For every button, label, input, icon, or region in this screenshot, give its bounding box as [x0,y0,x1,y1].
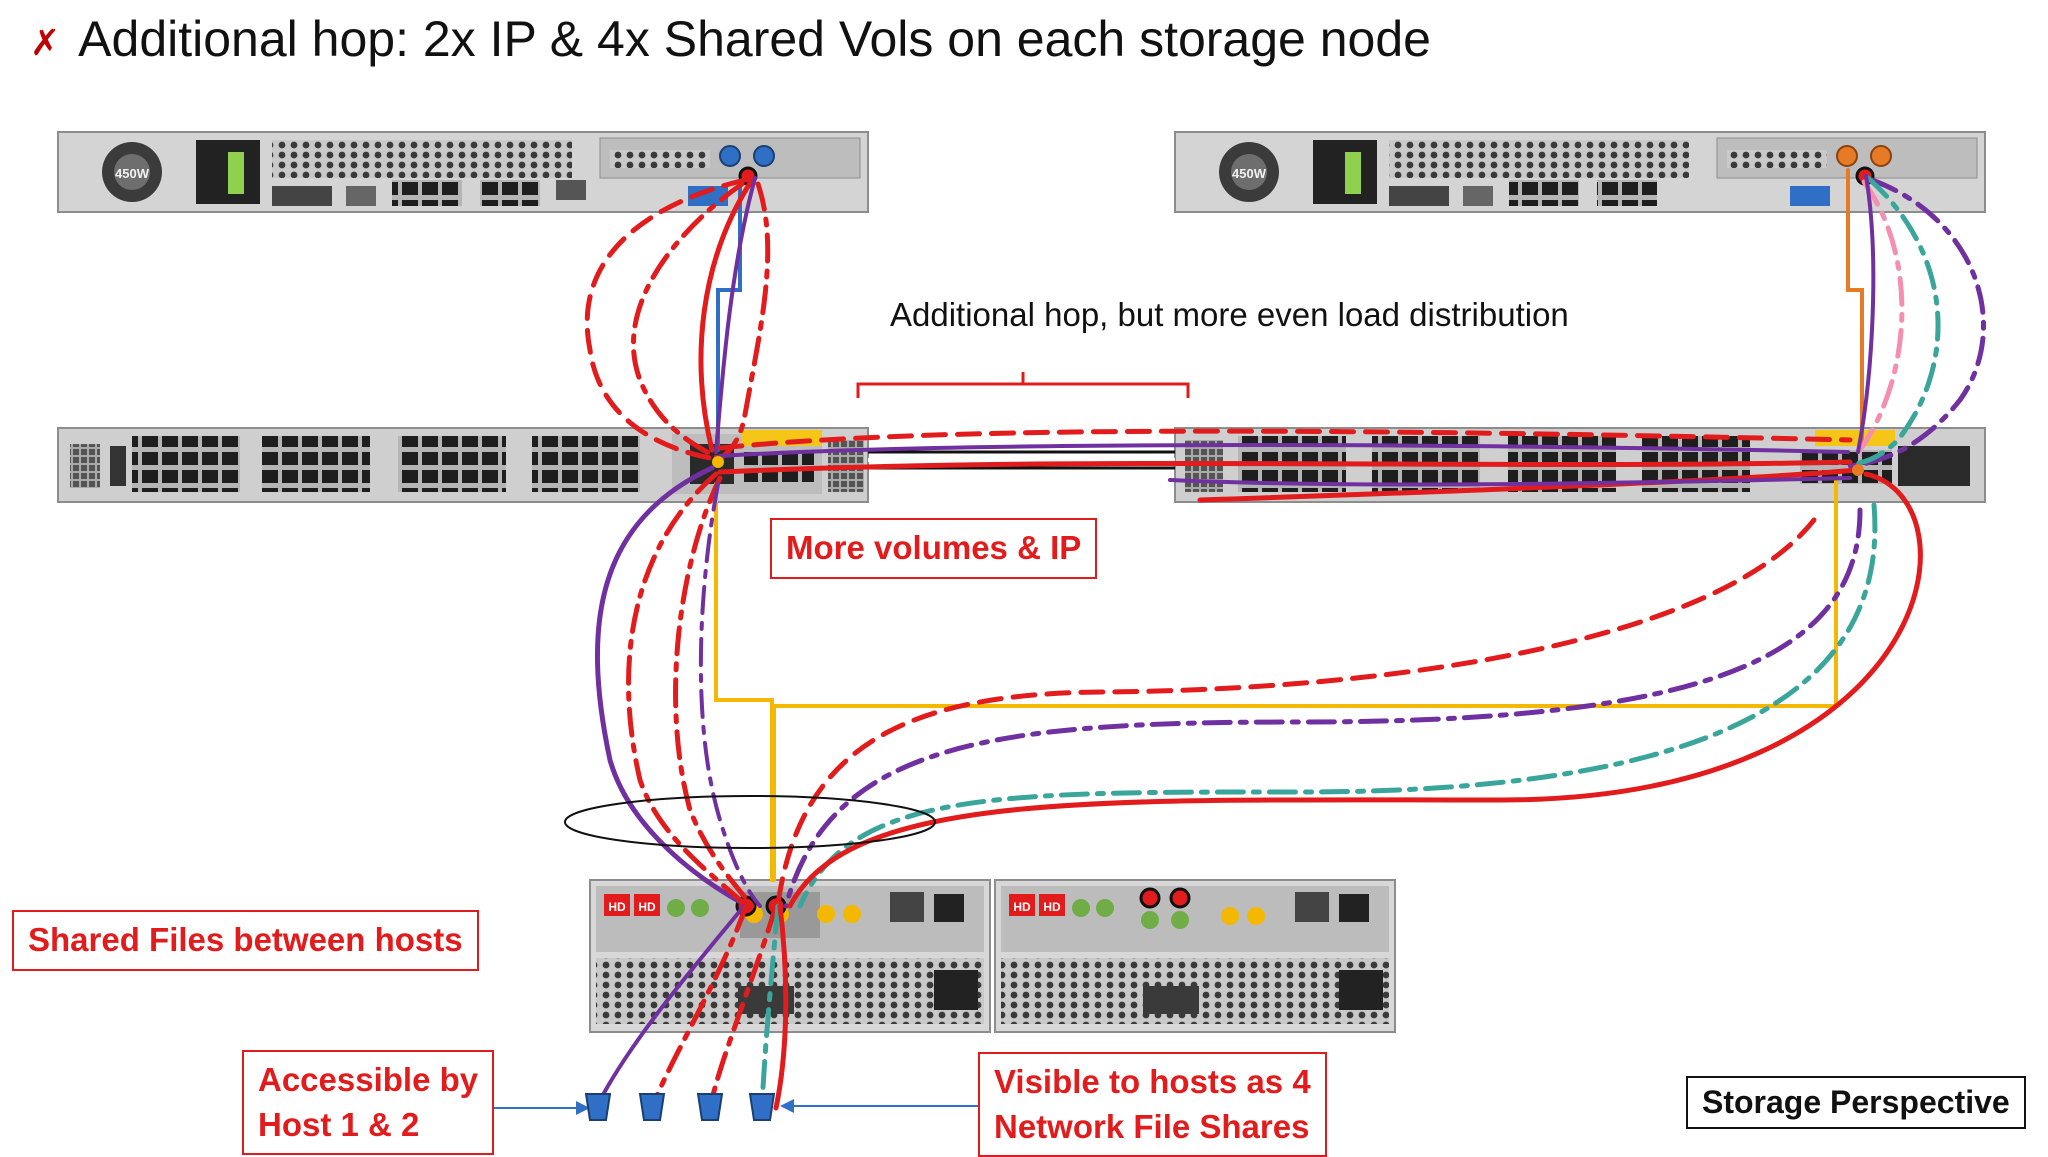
cable-teal-dashdot [797,502,1878,909]
share-bucket-icon [696,1093,724,1121]
cable-purple-solid [1168,476,1852,487]
cable-red-dashdot [707,903,779,1111]
cable-teal-dashdot [759,903,781,1111]
svg-text:HD: HD [608,900,626,914]
label-accessible: Accessible by Host 1 & 2 [242,1050,495,1156]
cable-red-solid [1197,467,1859,503]
label-accessible-line1: Accessible by [258,1061,479,1098]
server-left: 450W [57,131,869,213]
label-visible: Visible to hosts as 4 Network File Share… [978,1052,1327,1157]
cable-purple-dashdot [698,482,762,908]
cable-red-dashdot [649,903,749,1111]
cable-purple-solid [1856,174,1876,454]
cable-red-dashed [717,428,1853,451]
hd-badge [604,894,630,916]
hd-badge [634,894,660,916]
cable-paths [584,168,1986,1111]
hop-bracket [856,372,1190,398]
cable-red-dashdot [631,181,745,461]
junction-dot [712,456,724,468]
svg-text:HD: HD [1043,900,1061,914]
cable-purple-dashdot [1847,177,1986,469]
cable-orange [1846,168,1864,448]
network-share-icons [584,1093,776,1121]
share-bucket-icon [748,1093,776,1121]
label-visible-line2: Network File Shares [994,1107,1310,1145]
cable-red-solid [787,471,1923,909]
cable-red-solid [698,177,755,453]
cable-teal-dashdot [1852,175,1941,467]
cable-red-dashdot [626,471,747,907]
storage-controller-b: HD HD [994,879,1396,1033]
server-right: 450W [1174,131,1986,213]
cable-red-solid [773,903,789,1111]
hd-badge [1039,894,1065,916]
title-text: Additional hop: 2x IP & 4x Shared Vols o… [78,11,1431,67]
label-more-volumes: More volumes & IP [770,518,1098,579]
share-bucket-icon [584,1093,612,1121]
cable-pink-dashdot [1857,179,1905,453]
hop-note: Additional hop, but more even load distr… [890,296,1569,333]
cable-yellow-left [714,482,774,882]
psu-label: 450W [1232,166,1267,181]
cable-red-solid [717,459,1853,475]
cable-purple-solid [718,443,1850,458]
cable-purple-solid [594,904,746,1110]
switch-left [57,427,869,503]
share-bucket-icon [638,1093,666,1121]
svg-text:HD: HD [1013,900,1031,914]
label-accessible-line2: Host 1 & 2 [258,1105,420,1143]
cable-red-dashed [584,177,748,461]
cable-purple-dashdot [783,507,1863,909]
label-shared-files: Shared Files between hosts [12,910,479,971]
cable-purple-solid [714,176,757,454]
label-storage-perspective: Storage Perspective [1686,1076,2026,1129]
hd-badge [1009,894,1035,916]
cable-purple-solid [595,465,747,907]
cable-red-dashdot [673,475,755,909]
bundle-ellipse [564,795,936,849]
cross-icon: ✗ [30,21,61,63]
cable-red-dashed [775,517,1817,907]
slide-title: ✗ Additional hop: 2x IP & 4x Shared Vols … [30,10,1431,68]
label-visible-line1: Visible to hosts as 4 [994,1063,1311,1100]
junction-dot [1852,464,1864,476]
psu-label: 450W [115,166,150,181]
pointer-arrows [490,1099,980,1115]
svg-text:HD: HD [638,900,656,914]
